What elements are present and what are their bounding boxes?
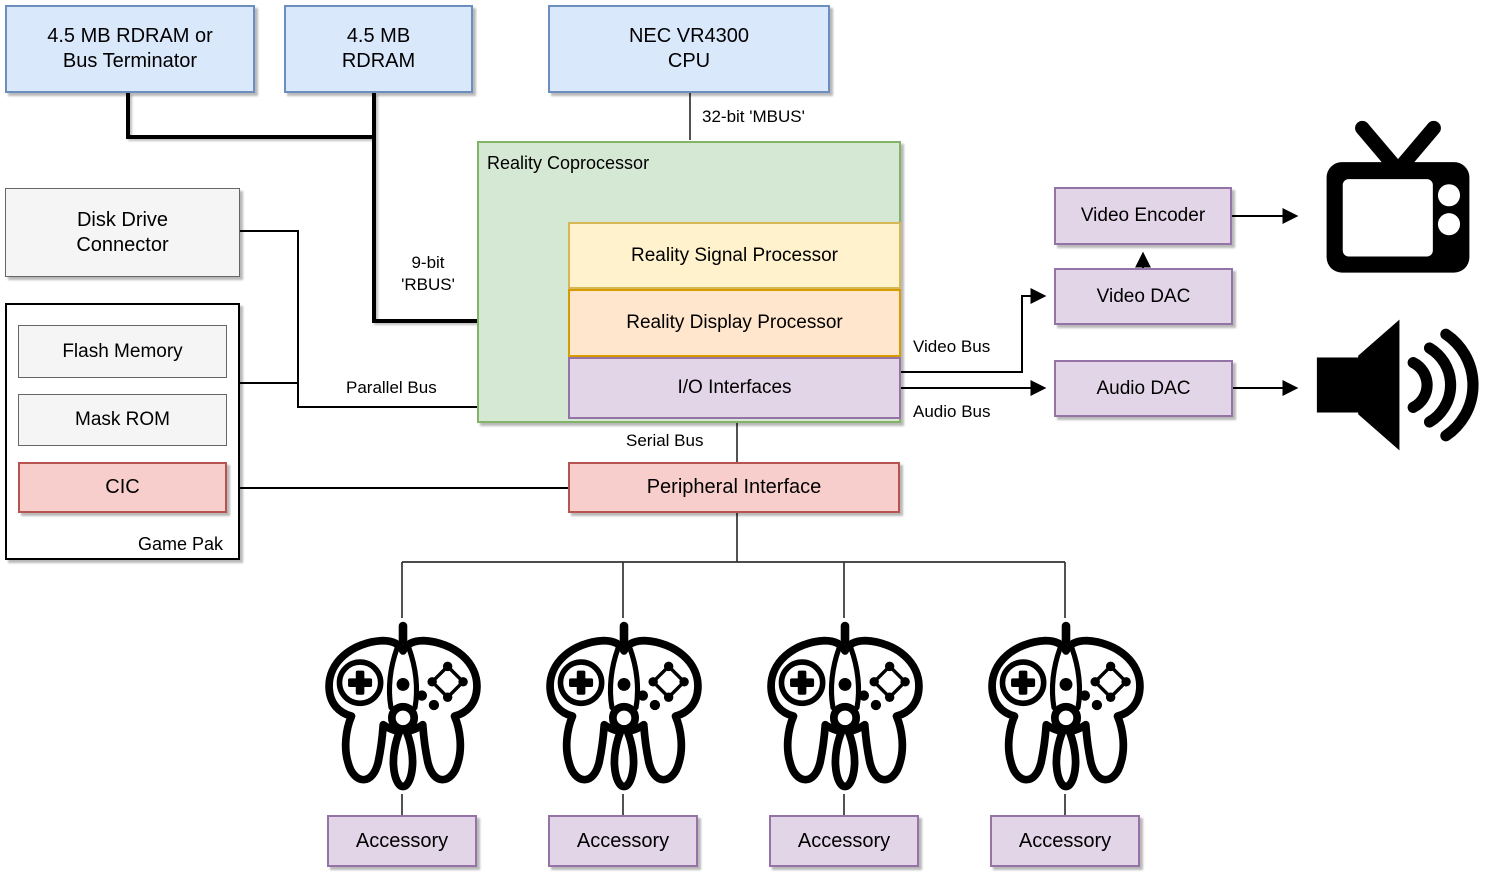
reality-coprocessor-label: Reality Coprocessor — [487, 153, 650, 173]
box-video-dac: Video DAC — [1054, 268, 1233, 325]
box-rdram-or-bus-terminator: 4.5 MB RDRAM or Bus Terminator — [5, 5, 255, 93]
box-flash-memory: Flash Memory — [18, 325, 227, 378]
box-reality-signal-processor: Reality Signal Processor — [568, 222, 901, 289]
av-arrow-lines — [901, 208, 1299, 396]
box-accessory-1: Accessory — [327, 815, 477, 867]
thin-connector-lines — [401, 93, 1066, 815]
box-accessory-2: Accessory — [548, 815, 698, 867]
box-cpu: NEC VR4300 CPU — [548, 5, 830, 93]
controller-icon — [980, 620, 1152, 796]
serial-bus-label: Serial Bus — [626, 431, 704, 450]
speaker-icon — [1310, 312, 1482, 458]
box-peripheral-interface: Peripheral Interface — [568, 462, 900, 513]
mbus-label: 32-bit 'MBUS' — [702, 107, 805, 126]
rbus-label: 9-bit 'RBUS' — [401, 253, 455, 295]
box-rdram: 4.5 MB RDRAM — [284, 5, 473, 93]
box-reality-display-processor: Reality Display Processor — [568, 289, 901, 357]
box-mask-rom: Mask ROM — [18, 394, 227, 446]
controller-icon — [317, 620, 489, 796]
audio-bus-label: Audio Bus — [913, 402, 991, 421]
parallel-bus-lines — [227, 230, 568, 489]
box-disk-drive-connector: Disk Drive Connector — [5, 188, 240, 277]
parallel-bus-label: Parallel Bus — [346, 378, 437, 397]
game-pak-label: Game Pak — [138, 534, 224, 554]
controller-icon — [759, 620, 931, 796]
box-io-interfaces: I/O Interfaces — [568, 357, 901, 419]
video-bus-label: Video Bus — [913, 337, 991, 356]
box-video-encoder: Video Encoder — [1054, 187, 1232, 245]
box-cic: CIC — [18, 462, 227, 513]
box-accessory-4: Accessory — [990, 815, 1140, 867]
tv-icon — [1313, 112, 1483, 287]
controller-icon — [538, 620, 710, 796]
box-accessory-3: Accessory — [769, 815, 919, 867]
box-audio-dac: Audio DAC — [1054, 360, 1233, 417]
